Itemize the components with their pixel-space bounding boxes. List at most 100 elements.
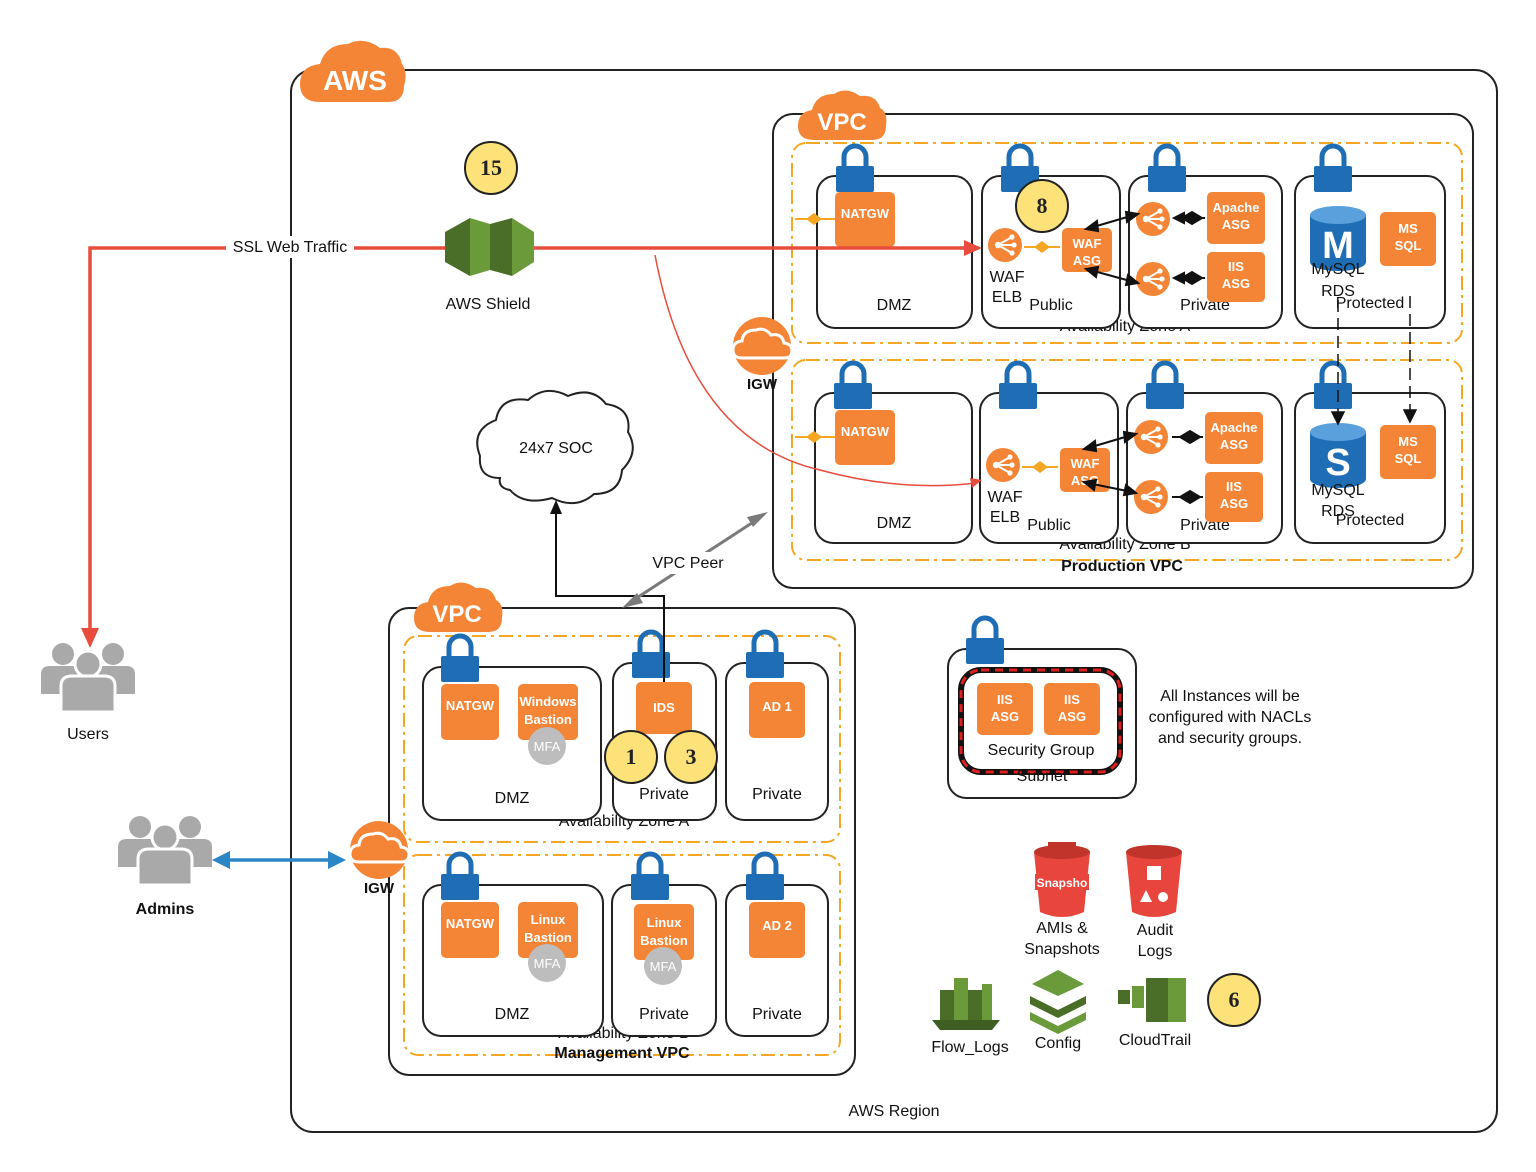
- linux-dmz-mfa-label: MFA: [534, 956, 561, 971]
- note-line-2: configured with NACLs: [1149, 709, 1312, 726]
- prod-a-apache-label: Apache: [1213, 200, 1260, 215]
- badge-15: 15: [464, 141, 518, 195]
- lock-icon: [1146, 363, 1184, 409]
- load-balancer-icon: [1133, 419, 1169, 455]
- load-balancer-icon: [1135, 201, 1171, 237]
- note-line-3: and security groups.: [1158, 730, 1302, 747]
- management-igw-label: IGW: [364, 880, 395, 897]
- prod-b-iis-asg-label: ASG: [1220, 496, 1248, 511]
- mgmt-b-private-label: Private: [639, 1006, 689, 1023]
- mgmt-a-natgw-label: NATGW: [446, 698, 495, 713]
- ad1-label: AD 1: [762, 699, 792, 714]
- production-az-b-frame: [791, 359, 1463, 561]
- svg-text:3: 3: [686, 744, 697, 769]
- prod-b-waf-label: WAF: [988, 489, 1023, 506]
- database-icon: M: [1310, 206, 1366, 271]
- svg-text:S: S: [1325, 442, 1350, 484]
- lock-icon: [1314, 363, 1352, 409]
- linux-private-mfa-label: MFA: [650, 959, 677, 974]
- prod-tier-connectors: [1081, 210, 1205, 505]
- prod-a-apache-asg-label: ASG: [1222, 217, 1250, 232]
- prod-b-apache-label: Apache: [1211, 420, 1258, 435]
- badge-3: 3: [664, 730, 718, 784]
- production-igw-icon: [731, 317, 794, 375]
- linux-private-mfa-token: [644, 947, 682, 985]
- sg-asg-label-2: ASG: [1058, 709, 1086, 724]
- badge-8: 8: [1015, 179, 1069, 233]
- curve-arrowhead: [970, 478, 982, 488]
- prod-b-protected-label: Protected: [1336, 512, 1404, 529]
- replication-arrows: [1330, 296, 1418, 426]
- prod-a-iis-asg-label: ASG: [1222, 276, 1250, 291]
- ad2-box: [749, 902, 805, 958]
- ids-to-soc-arrow: [550, 500, 665, 682]
- soc-label: 24x7 SOC: [519, 440, 593, 457]
- mgmt-b-dmz-label: DMZ: [495, 1006, 530, 1023]
- shield-icon: [445, 218, 534, 276]
- prod-a-public-label: Public: [1029, 297, 1073, 314]
- badge-1: 1: [604, 730, 658, 784]
- svg-text:8: 8: [1037, 193, 1048, 218]
- linux-bastion-private-box: [634, 904, 694, 960]
- natgw-connectors: [795, 213, 835, 443]
- prod-b-waf-box-label: WAF: [1071, 456, 1100, 471]
- prod-a-rds-label: RDS: [1321, 283, 1355, 300]
- note-line-1: All Instances will be: [1160, 688, 1300, 705]
- linux-bastion-private-linux-label: Linux: [647, 915, 682, 930]
- aws-region-boundary: [290, 69, 1498, 1133]
- aws-cloud-icon: AWS: [300, 40, 406, 102]
- mgmt-b-natgw-label: NATGW: [446, 916, 495, 931]
- management-igw-icon: [348, 821, 411, 879]
- prod-a-mysql-label: MySQL: [1311, 261, 1364, 278]
- prod-a-waf-label: WAF: [990, 269, 1025, 286]
- lock-icon: [966, 618, 1004, 664]
- lock-icon: [834, 363, 872, 409]
- vpc-peer-label: VPC Peer: [652, 555, 724, 572]
- cloudtrail-label: CloudTrail: [1119, 1032, 1191, 1049]
- security-group-dash: [959, 668, 1122, 774]
- prod-a-elb-label: ELB: [992, 289, 1022, 306]
- prod-b-dmz-label: DMZ: [877, 515, 912, 532]
- windows-mfa-token: [528, 727, 566, 765]
- sg-iis-label-2: IIS: [1064, 692, 1080, 707]
- aws-region-label: AWS Region: [849, 1103, 940, 1120]
- windows-bastion-bastion-label: Bastion: [524, 712, 572, 727]
- prod-a-natgw-label: NATGW: [841, 206, 890, 221]
- ssl-web-traffic-label: SSL Web Traffic: [233, 239, 347, 256]
- mgmt-b-natgw-box: [441, 902, 499, 958]
- svg-text:6: 6: [1229, 987, 1240, 1012]
- snapshot-logo-text: Snapsho: [1037, 876, 1088, 890]
- aws-shield-label: AWS Shield: [446, 296, 531, 313]
- production-vpc-label: Production VPC: [1061, 558, 1183, 575]
- ad1-box: [749, 682, 805, 738]
- cloudtrail-icon: [1118, 978, 1186, 1022]
- prod-a-apache-asg-box: [1207, 192, 1265, 244]
- windows-mfa-label: MFA: [534, 739, 561, 754]
- production-az-a-frame: [791, 142, 1463, 344]
- linux-bastion-dmz-bastion-label: Bastion: [524, 930, 572, 945]
- amis-label-line1: AMIs &: [1036, 920, 1088, 937]
- svg-text:15: 15: [480, 155, 502, 180]
- linux-bastion-private-bastion-label: Bastion: [640, 933, 688, 948]
- management-vpc-badge-label: VPC: [432, 601, 481, 628]
- prod-b-iis-asg-box: [1205, 472, 1263, 522]
- load-balancer-icon: [1133, 479, 1169, 515]
- lock-icon: [836, 146, 874, 192]
- prod-b-ms-label: MS: [1398, 434, 1418, 449]
- load-balancer-icon: [1135, 261, 1171, 297]
- prod-a-protected-label: Protected: [1336, 295, 1404, 312]
- sg-iis-asg-box-1: [977, 683, 1033, 735]
- prod-a-iis-label: IIS: [1228, 259, 1244, 274]
- aws-badge-label: AWS: [323, 65, 387, 96]
- prod-b-sql-label: SQL: [1395, 451, 1422, 466]
- load-balancer-icon: [987, 227, 1023, 263]
- config-label: Config: [1035, 1035, 1081, 1052]
- mgmt-a-ad-private-label: Private: [752, 786, 802, 803]
- audit-label-line1: Audit: [1137, 922, 1174, 939]
- production-vpc-cloud-icon: VPC: [798, 90, 887, 140]
- linux-bastion-dmz-linux-label: Linux: [531, 912, 566, 927]
- ids-label: IDS: [653, 700, 675, 715]
- prod-b-apache-asg-box: [1205, 412, 1263, 464]
- sg-asg-label-1: ASG: [991, 709, 1019, 724]
- sg-iis-asg-box-2: [1044, 683, 1100, 735]
